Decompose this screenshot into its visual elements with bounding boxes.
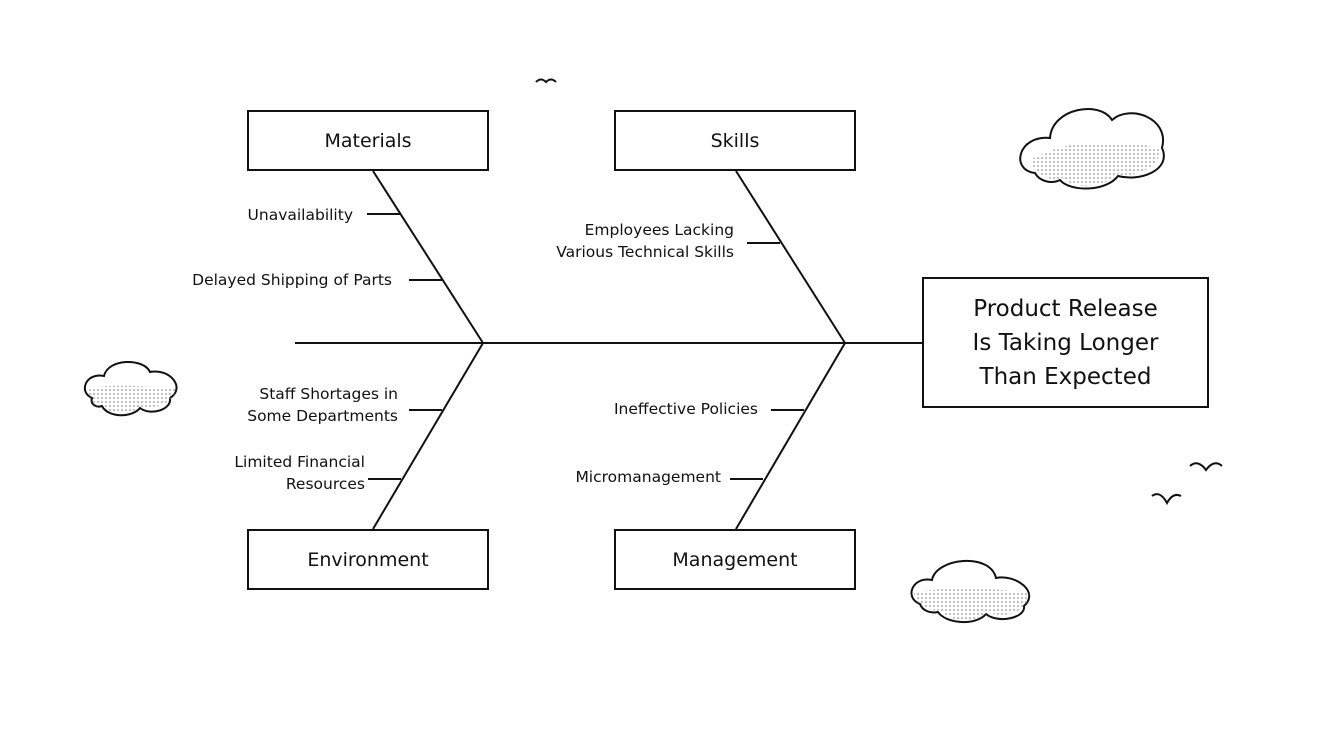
category-environment-label: Environment [307, 548, 429, 571]
bird-icon [1189, 462, 1223, 472]
bird-icon [535, 78, 557, 84]
cause-delayed-shipping: Delayed Shipping of Parts [192, 271, 392, 289]
cause-limited-financial: Limited Financial Resources [234, 453, 365, 493]
bone-management [735, 342, 846, 530]
bone-skills [735, 170, 846, 344]
cause-staff-shortages: Staff Shortages in Some Departments [247, 385, 398, 425]
bone-environment [372, 342, 484, 530]
cause-unavailability: Unavailability [247, 206, 353, 224]
category-environment: Environment [247, 529, 489, 590]
bird-icon [1151, 493, 1182, 506]
cloud-icon [910, 559, 1031, 623]
category-skills-label: Skills [710, 129, 760, 152]
cause-micromanagement: Micromanagement [575, 468, 721, 486]
category-materials: Materials [247, 110, 489, 171]
effect-label: Product Release Is Taking Longer Than Ex… [972, 295, 1159, 390]
category-skills: Skills [614, 110, 856, 171]
category-management: Management [614, 529, 856, 590]
cloud-icon [83, 360, 178, 417]
cloud-icon [1019, 108, 1165, 190]
category-materials-label: Materials [324, 129, 412, 152]
cause-ineffective-policies: Ineffective Policies [613, 400, 758, 418]
bone-materials [372, 170, 484, 344]
category-management-label: Management [672, 548, 798, 571]
effect-box: Product Release Is Taking Longer Than Ex… [922, 277, 1209, 408]
cause-employees-lacking: Employees Lacking Various Technical Skil… [556, 221, 734, 261]
